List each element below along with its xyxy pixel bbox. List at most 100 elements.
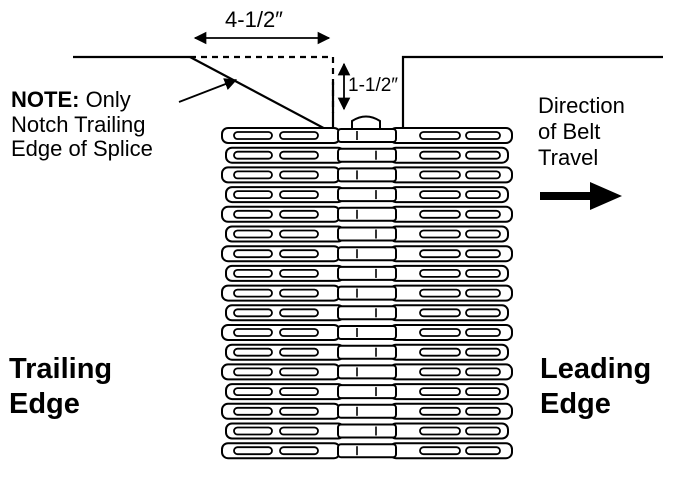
rivet-slot <box>465 347 501 357</box>
rivet-slot <box>419 249 461 259</box>
leading-edge-label: Leading Edge <box>540 352 651 423</box>
hinge-loop <box>337 206 397 222</box>
rivet-slot <box>279 426 319 436</box>
hinge-loop <box>337 364 397 380</box>
hinge-loop <box>337 305 397 321</box>
rivet-slot <box>233 387 273 397</box>
rivet-slot <box>465 131 501 140</box>
rivet-slot <box>279 387 319 397</box>
rivet-slot <box>465 406 501 416</box>
rivet-slot <box>279 209 319 219</box>
hinge-loop <box>337 246 397 262</box>
rivet-slot <box>233 229 273 239</box>
rivet-slot <box>279 170 319 180</box>
rivet-slot <box>419 150 461 160</box>
rivet-slot <box>465 209 501 219</box>
rivet-slot <box>279 347 319 357</box>
rivet-slot <box>233 268 273 278</box>
rivet-slot <box>419 446 461 456</box>
leading-edge-line2: Edge <box>540 388 611 421</box>
rivet-slot <box>419 387 461 397</box>
leading-edge-line1: Leading <box>540 353 652 385</box>
hinge-pin-head <box>351 115 381 128</box>
rivet-slot <box>279 249 319 259</box>
rivet-slot <box>465 308 501 318</box>
trailing-edge-line1: Trailing <box>9 353 113 385</box>
rivet-slot <box>465 288 501 298</box>
notch-dashed-outline <box>190 55 335 113</box>
direction-line3: Travel <box>538 144 599 170</box>
rivet-slot <box>419 209 461 219</box>
rivet-slot <box>465 150 501 160</box>
hinge-loop <box>337 344 397 360</box>
rivet-slot <box>233 347 273 357</box>
rivet-slot <box>279 190 319 200</box>
rivet-slot <box>419 229 461 239</box>
rivet-slot <box>465 446 501 456</box>
direction-label: Direction of Belt Travel <box>538 93 625 171</box>
trailing-edge-line2: Edge <box>9 388 80 421</box>
note-text-line1: Only <box>79 87 131 112</box>
rivet-slot <box>233 249 273 259</box>
rivet-slot <box>233 288 273 298</box>
rivet-slot <box>465 387 501 397</box>
note-leader-arrow <box>178 78 238 103</box>
belt-edge-right <box>401 55 663 130</box>
hinge-loop <box>337 325 397 340</box>
rivet-slot <box>419 288 461 298</box>
rivet-slot <box>233 367 273 377</box>
hinge-loop <box>337 384 397 400</box>
hinge-loop <box>337 265 397 281</box>
rivet-slot <box>233 131 273 140</box>
rivet-slot <box>419 367 461 377</box>
rivet-slot <box>233 170 273 180</box>
rivet-slot <box>233 426 273 436</box>
hinge-loop <box>337 285 397 301</box>
rivet-slot <box>419 328 461 337</box>
hinge-loop <box>337 128 397 143</box>
rivet-slot <box>465 249 501 259</box>
rivet-slot <box>419 347 461 357</box>
rivet-slot <box>233 190 273 200</box>
rivet-slot <box>465 170 501 180</box>
rivet-slot <box>419 190 461 200</box>
rivet-slot <box>233 446 273 456</box>
rivet-slot <box>233 406 273 416</box>
note-text-line2: Notch Trailing <box>11 111 146 137</box>
rivet-slot <box>419 308 461 318</box>
hinge-loop <box>337 167 397 183</box>
rivet-slot <box>279 406 319 416</box>
direction-line2: of Belt <box>538 118 601 144</box>
rivet-slot <box>279 288 319 298</box>
hinge-loop <box>337 226 397 242</box>
direction-arrow <box>540 182 622 210</box>
rivet-slot <box>233 308 273 318</box>
rivet-slot <box>233 328 273 337</box>
rivet-slot <box>465 426 501 436</box>
rivet-slot <box>465 229 501 239</box>
hinge-loop <box>337 147 397 163</box>
note-label: NOTE: Only Notch Trailing Edge of Splice <box>11 87 153 162</box>
rivet-slot <box>465 367 501 377</box>
rivet-slot <box>279 308 319 318</box>
rivet-slot <box>279 446 319 456</box>
rivet-slot <box>279 229 319 239</box>
direction-line1: Direction <box>538 93 625 118</box>
hinge-loop <box>337 187 397 203</box>
hinge-loop <box>337 443 397 459</box>
notch-depth-label: 1-1/2″ <box>348 75 398 96</box>
rivet-slot <box>279 131 319 140</box>
hinge-loop <box>337 403 397 419</box>
notch-width-label: 4-1/2″ <box>225 7 283 32</box>
rivet-slot <box>419 268 461 278</box>
rivet-slot <box>419 426 461 436</box>
rivet-slot <box>465 190 501 200</box>
rivet-slot <box>419 406 461 416</box>
trailing-edge-label: Trailing Edge <box>9 352 112 423</box>
rivet-slot <box>233 209 273 219</box>
rivet-slot <box>419 131 461 140</box>
rivet-slot <box>279 367 319 377</box>
rivet-slot <box>279 150 319 160</box>
rivet-slot <box>465 268 501 278</box>
note-text-line3: Edge of Splice <box>11 136 153 162</box>
